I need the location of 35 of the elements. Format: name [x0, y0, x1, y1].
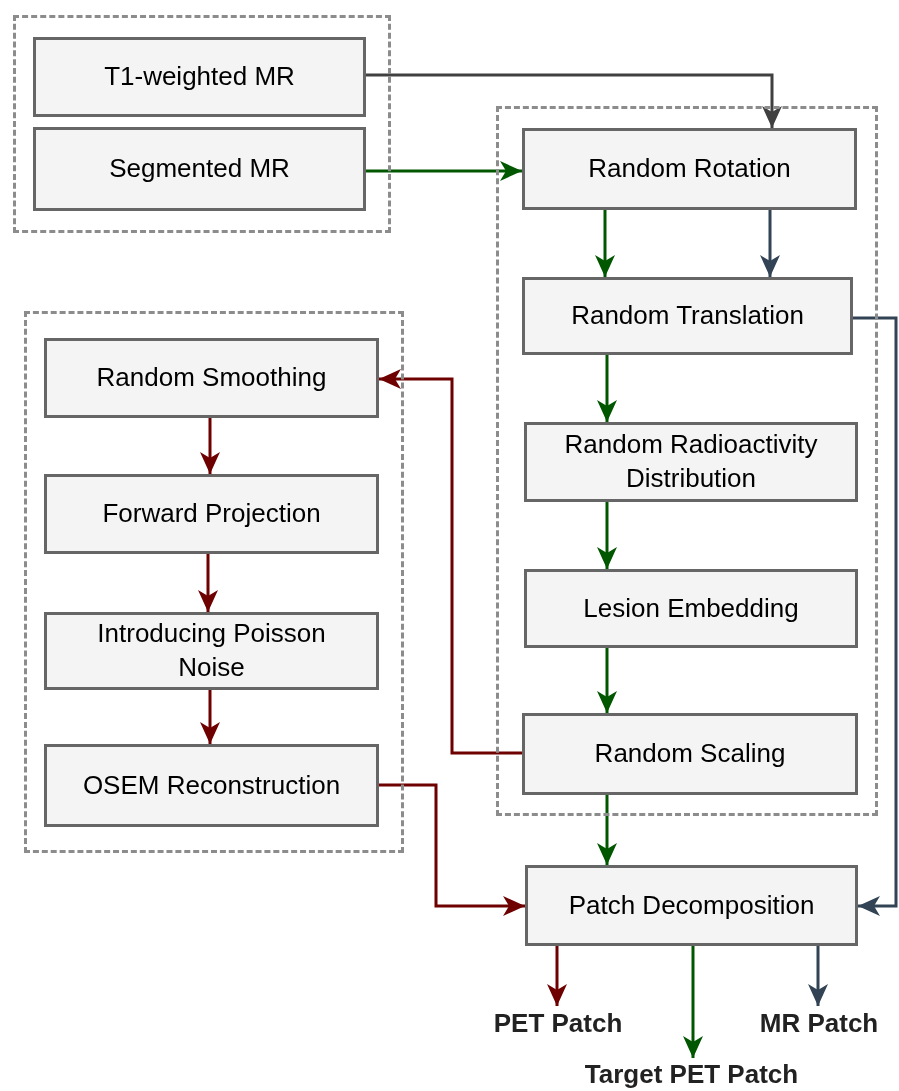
- dashed-group-frame: [496, 106, 878, 816]
- arrow: [597, 502, 617, 569]
- dashed-group-frame: [24, 311, 404, 853]
- arrow: [366, 73, 782, 128]
- process-box: Random Rotation: [522, 128, 857, 210]
- process-box: Random Translation: [522, 277, 853, 355]
- arrow: [198, 554, 218, 612]
- arrow: [595, 210, 615, 277]
- arrow: [200, 690, 220, 744]
- process-box: Forward Projection: [44, 474, 379, 554]
- process-box: Lesion Embedding: [524, 569, 858, 648]
- arrow: [379, 783, 525, 916]
- arrow: [366, 161, 522, 181]
- arrow: [683, 946, 703, 1058]
- output-label: Target PET Patch: [563, 1058, 820, 1091]
- arrow: [379, 369, 522, 755]
- output-label: MR Patch: [748, 1006, 890, 1040]
- dashed-group-frame: [13, 15, 391, 233]
- process-box: OSEM Reconstruction: [44, 744, 379, 827]
- process-box: Introducing Poisson Noise: [44, 612, 379, 690]
- arrow: [597, 648, 617, 713]
- arrow: [200, 418, 220, 474]
- arrow: [597, 795, 617, 865]
- process-box: Random Smoothing: [44, 338, 379, 418]
- arrow: [597, 355, 617, 422]
- process-box: Random Scaling: [522, 713, 858, 795]
- arrow: [808, 946, 828, 1006]
- output-label: PET Patch: [483, 1006, 633, 1040]
- process-box: T1-weighted MR: [33, 37, 366, 117]
- process-box: Random Radioactivity Distribution: [524, 422, 858, 502]
- arrow: [853, 316, 898, 916]
- arrow: [547, 946, 567, 1006]
- arrow: [760, 210, 780, 277]
- process-box: Patch Decomposition: [525, 865, 858, 946]
- process-box: Segmented MR: [33, 127, 366, 211]
